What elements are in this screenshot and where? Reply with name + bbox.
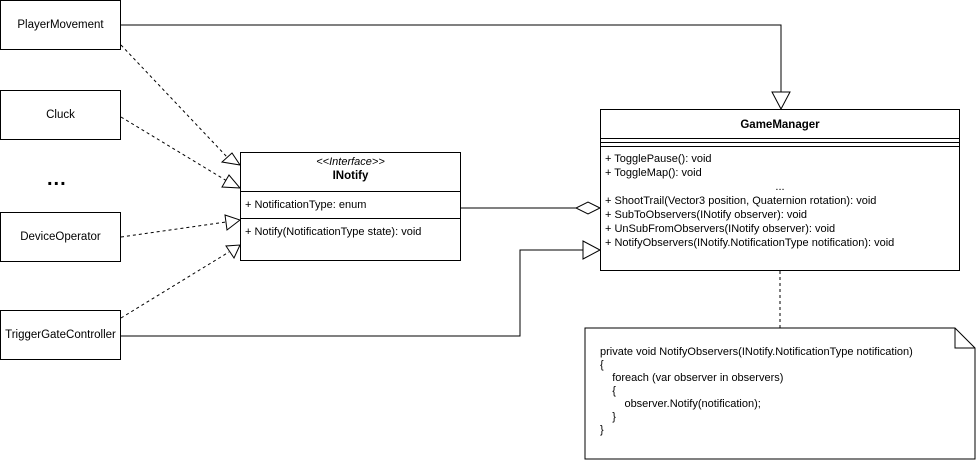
note-line: observer.Notify(notification); [600, 398, 761, 410]
note-line: } [600, 411, 616, 423]
note-line: } [600, 424, 604, 436]
stereotype-label: <<Interface>> [316, 156, 385, 168]
method-item: + Notify(NotificationType state): void [245, 226, 422, 238]
divider [601, 142, 959, 143]
method-item: + ShootTrail(Vector3 position, Quaternio… [605, 195, 877, 207]
divider [601, 146, 959, 147]
edge-playermovement-inotify [120, 44, 229, 159]
note-line: private void NotifyObservers(INotify.Not… [600, 346, 913, 358]
edge-playermovement-gamemanager [121, 24, 782, 92]
edge-cluck-inotify [120, 116, 228, 182]
edge-deviceoperator-inotify [120, 221, 227, 238]
realization-arrowhead [225, 244, 241, 260]
note-line: foreach (var observer in observers) [600, 372, 784, 384]
class-triggergatecontroller[interactable]: TriggerGateController [0, 310, 121, 360]
method-item: + NotifyObservers(INotify.NotificationTy… [605, 237, 895, 249]
method-item: + TogglePause(): void [605, 153, 712, 165]
class-gamemanager[interactable]: GameManager + TogglePause(): void + Togg… [600, 109, 960, 271]
class-playermovement[interactable]: PlayerMovement [0, 0, 121, 50]
realization-arrowhead [221, 174, 242, 189]
class-name: PlayerMovement [17, 19, 104, 31]
note-code: private void NotifyObservers(INotify.Not… [600, 346, 965, 437]
edge-triggergatecontroller-gamemanager [121, 249, 583, 337]
class-name: TriggerGateController [5, 329, 116, 341]
interface-name: INotify [332, 170, 369, 182]
note-line: { [600, 359, 604, 371]
method-item: + UnSubFromObservers(INotify observer): … [605, 223, 836, 235]
class-deviceoperator[interactable]: DeviceOperator [0, 212, 121, 262]
class-name: DeviceOperator [20, 231, 101, 243]
class-name: Cluck [46, 109, 75, 121]
interface-inotify[interactable]: <<Interface>> INotify + NotificationType… [240, 152, 461, 261]
note-line: { [600, 385, 616, 397]
realization-arrowhead [220, 152, 242, 166]
realization-arrowhead [224, 214, 242, 231]
edge-triggergatecontroller-inotify [120, 251, 230, 319]
inheritance-arrowhead [582, 240, 602, 260]
divider [241, 191, 460, 192]
method-item: + SubToObservers(INotify observer): void [605, 209, 808, 221]
inheritance-arrowhead [771, 91, 791, 111]
attribute-item: + NotificationType: enum [245, 199, 367, 211]
class-name: GameManager [740, 119, 820, 131]
method-item: + ToggleMap(): void [605, 167, 702, 179]
note-fold [954, 328, 975, 349]
more-classes-ellipsis: ... [47, 168, 67, 190]
aggregation-diamond [574, 201, 602, 215]
divider [601, 138, 959, 139]
method-ellipsis: ... [775, 181, 785, 193]
divider [241, 218, 460, 219]
class-cluck[interactable]: Cluck [0, 90, 121, 140]
